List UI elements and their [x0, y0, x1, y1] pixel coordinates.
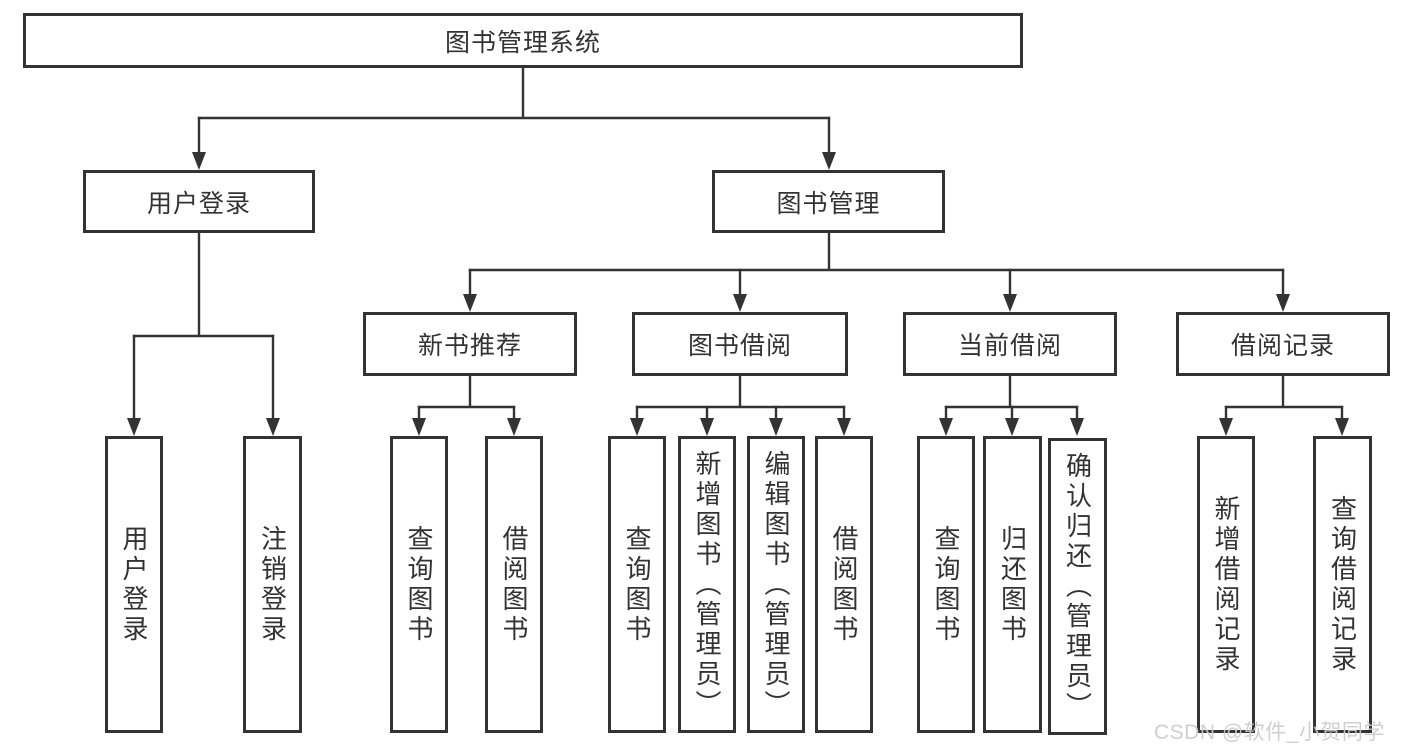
node-borrow-records: 借阅记录: [1176, 312, 1390, 376]
leaf-logout: 注销登录: [243, 436, 302, 733]
node-book-borrow: 图书借阅: [632, 312, 848, 376]
leaf-add-borrow-record-label: 新增借阅记录: [1211, 494, 1241, 675]
leaf-return-book-label: 归还图书: [997, 524, 1028, 645]
node-book-management-label: 图书管理: [776, 189, 881, 218]
leaf-query-books-recommend: 查询图书: [390, 436, 448, 733]
leaf-query-books-borrow-label: 查询图书: [622, 524, 652, 645]
leaf-edit-book-admin-label: 编辑图书（管理员）: [761, 449, 791, 720]
leaf-borrow-books-recommend: 借阅图书: [485, 436, 543, 733]
node-root: 图书管理系统: [23, 13, 1023, 68]
leaf-query-books-recommend-label: 查询图书: [404, 524, 434, 645]
node-user-login-label: 用户登录: [146, 189, 251, 218]
node-book-management: 图书管理: [712, 170, 945, 233]
leaf-user-login-label: 用户登录: [119, 524, 149, 645]
leaf-query-books-borrow: 查询图书: [608, 436, 666, 733]
leaf-query-borrow-record: 查询借阅记录: [1313, 436, 1372, 733]
node-new-book-recommend-label: 新书推荐: [417, 332, 522, 360]
node-new-book-recommend: 新书推荐: [363, 312, 577, 376]
leaf-edit-book-admin: 编辑图书（管理员）: [747, 436, 805, 733]
node-current-borrow: 当前借阅: [903, 312, 1117, 376]
leaf-query-borrow-record-label: 查询借阅记录: [1327, 494, 1358, 675]
leaf-borrow-books-label: 借阅图书: [829, 524, 859, 645]
leaf-add-book-admin-label: 新增图书（管理员）: [692, 449, 722, 720]
connector-rails: [132, 66, 1344, 409]
leaf-query-books-current-label: 查询图书: [931, 524, 961, 645]
node-borrow-records-label: 借阅记录: [1230, 332, 1335, 360]
node-current-borrow-label: 当前借阅: [957, 332, 1062, 360]
leaf-confirm-return-admin: 确认归还（管理员）: [1048, 438, 1107, 735]
leaf-logout-label: 注销登录: [257, 524, 288, 645]
node-user-login: 用户登录: [83, 170, 315, 233]
leaf-query-books-current: 查询图书: [917, 436, 975, 733]
node-root-label: 图书管理系统: [444, 28, 601, 57]
leaf-add-book-admin: 新增图书（管理员）: [678, 436, 736, 733]
node-book-borrow-label: 图书借阅: [687, 332, 792, 360]
watermark: CSDN @软件_小贺同学: [1154, 721, 1385, 744]
leaf-borrow-books: 借阅图书: [815, 436, 873, 733]
leaf-add-borrow-record: 新增借阅记录: [1197, 436, 1255, 733]
leaf-user-login: 用户登录: [105, 436, 163, 733]
leaf-confirm-return-admin-label: 确认归还（管理员）: [1062, 451, 1093, 722]
leaf-borrow-books-recommend-label: 借阅图书: [499, 524, 529, 645]
leaf-return-book: 归还图书: [983, 436, 1042, 733]
